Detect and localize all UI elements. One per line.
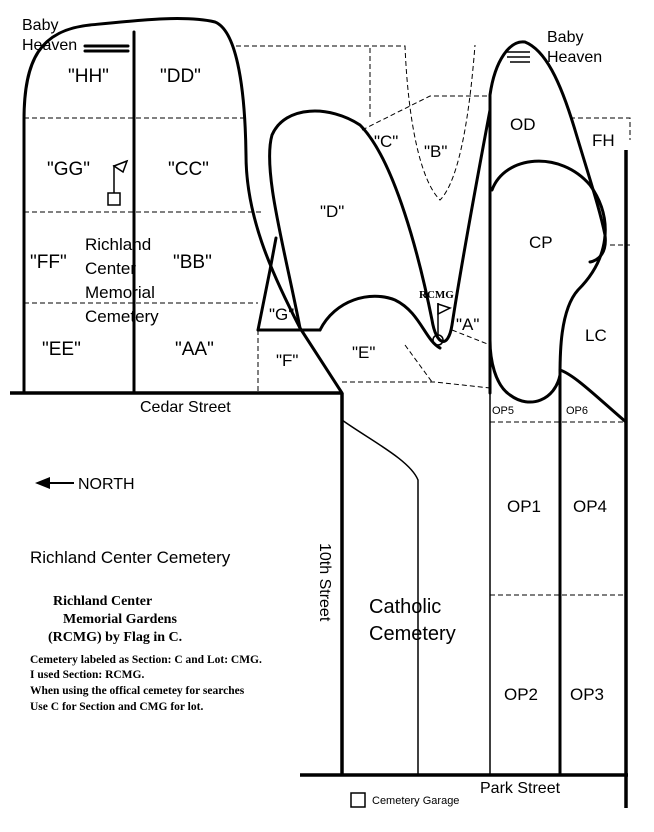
section-op5-label: OP5 bbox=[492, 405, 514, 417]
section-op6-label: OP6 bbox=[566, 405, 588, 417]
rcmg-label: RCMG bbox=[419, 289, 454, 301]
gardens-note-line1: Richland Center bbox=[53, 594, 152, 609]
note-line2: I used Section: RCMG. bbox=[30, 669, 144, 681]
section-g-west-edge bbox=[256, 236, 278, 332]
memorial-label-line4: Cemetery bbox=[85, 307, 159, 326]
gardens-note-line3: (RCMG) by Flag in C. bbox=[48, 630, 182, 645]
section-cp-label: CP bbox=[529, 233, 553, 252]
section-bc-top bbox=[361, 95, 490, 131]
section-aa-label: "AA" bbox=[175, 339, 214, 360]
fh-outline bbox=[570, 117, 631, 140]
section-b-outline bbox=[236, 44, 476, 201]
section-od-label: OD bbox=[510, 115, 536, 134]
section-fh-label: FH bbox=[592, 131, 615, 150]
baby-heaven-right-line2: Heaven bbox=[547, 49, 602, 66]
lc-south-edge bbox=[558, 368, 628, 424]
rcmg-flag-icon bbox=[432, 302, 452, 346]
section-b-label: "B" bbox=[424, 142, 447, 161]
text-labels: Baby Heaven Baby Heaven "HH" "DD" "GG" "… bbox=[22, 17, 615, 807]
section-c-label: "C" bbox=[374, 132, 398, 151]
garage-icon bbox=[350, 792, 366, 808]
section-f-label: "F" bbox=[276, 351, 298, 370]
memorial-label-line3: Memorial bbox=[85, 283, 155, 302]
section-e-label: "E" bbox=[352, 343, 375, 362]
memorial-cemetery-outline bbox=[22, 17, 344, 395]
cedar-street-label: Cedar Street bbox=[140, 399, 231, 416]
section-dd-label: "DD" bbox=[160, 66, 201, 87]
baby-heaven-left-line2: Heaven bbox=[22, 37, 77, 54]
garage-label: Cemetery Garage bbox=[372, 795, 459, 807]
baby-heaven-right-line1: Baby bbox=[547, 29, 583, 46]
section-op3-label: OP3 bbox=[570, 685, 604, 704]
section-gg-label: "GG" bbox=[47, 159, 90, 180]
memorial-cemetery-block bbox=[22, 17, 344, 395]
flag-icon bbox=[107, 159, 129, 206]
north-arrow bbox=[35, 477, 74, 489]
streets bbox=[10, 150, 628, 808]
note-line3: When using the offical cemetey for searc… bbox=[30, 685, 245, 697]
catholic-label-line2: Cemetery bbox=[369, 623, 456, 645]
section-e-outline bbox=[318, 294, 442, 350]
section-a-label: "A" bbox=[456, 315, 479, 334]
section-d-label: "D" bbox=[320, 202, 344, 221]
section-op1-label: OP1 bbox=[507, 497, 541, 516]
section-bb-label: "BB" bbox=[173, 252, 212, 273]
memorial-label-line2: Center bbox=[85, 259, 136, 278]
section-d-outline bbox=[268, 108, 492, 343]
section-g-label: "G" bbox=[269, 305, 294, 324]
section-ff-label: "FF" bbox=[30, 252, 67, 273]
catholic-label-line1: Catholic bbox=[369, 596, 441, 618]
note-line4: Use C for Section and CMG for lot. bbox=[30, 701, 203, 713]
map-title: Richland Center Cemetery bbox=[30, 548, 231, 567]
catholic-cemetery-boundary bbox=[341, 419, 419, 775]
gardens-note-line2: Memorial Gardens bbox=[63, 612, 177, 627]
note-line1: Cemetery labeled as Section: C and Lot: … bbox=[30, 654, 262, 666]
tenth-street-label: 10th Street bbox=[316, 543, 333, 622]
cp-outline bbox=[488, 159, 607, 404]
section-op4-label: OP4 bbox=[573, 497, 607, 516]
park-street-label: Park Street bbox=[480, 780, 561, 797]
section-a-divider bbox=[451, 329, 491, 346]
section-ef-south bbox=[342, 381, 491, 389]
section-hh-label: "HH" bbox=[68, 66, 109, 87]
section-ee-label: "EE" bbox=[42, 339, 81, 360]
right-sections bbox=[488, 40, 631, 777]
memorial-label-line1: Richland bbox=[85, 235, 151, 254]
north-arrow-head bbox=[35, 477, 50, 489]
section-op2-label: OP2 bbox=[504, 685, 538, 704]
section-e-divider bbox=[404, 344, 433, 383]
baby-heaven-left-line1: Baby bbox=[22, 17, 58, 34]
north-label: NORTH bbox=[78, 476, 135, 493]
section-lc-label: LC bbox=[585, 326, 607, 345]
section-d-block bbox=[236, 44, 492, 393]
section-cc-label: "CC" bbox=[168, 159, 209, 180]
